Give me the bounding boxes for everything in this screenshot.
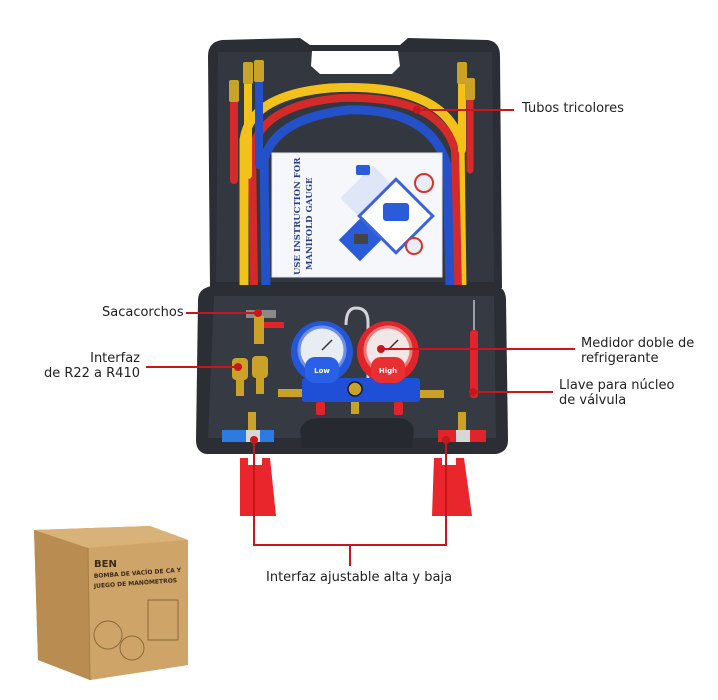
latch-left — [240, 458, 276, 516]
callout-lines — [146, 109, 575, 566]
callout-r22-r410: Interfaz de R22 a R410 — [40, 351, 140, 381]
callout-core-tool: Llave para núcleo de válvula — [559, 378, 675, 408]
callout-core-tool-line1: Llave para núcleo — [559, 378, 675, 393]
shipping-box: BEN BOMBA DE VACÍO DE CA Y JUEGO DE MANÓ… — [34, 526, 188, 681]
callout-core-tool-line2: de válvula — [559, 393, 627, 408]
low-label: Low — [314, 367, 330, 375]
callout-dual-gauge-line2: refrigerante — [581, 351, 659, 366]
high-label: High — [379, 367, 397, 375]
brass-fittings — [229, 60, 475, 102]
callout-tubes: Tubos tricolores — [522, 101, 624, 116]
callout-r22-r410-line1: Interfaz — [90, 351, 140, 366]
manual-title-2: MANIFOLD GAUGE — [305, 177, 315, 270]
handle-cutout — [311, 51, 400, 74]
box-brand: BEN — [94, 559, 117, 570]
callout-dots — [234, 106, 477, 444]
instruction-manual: USE INSTRUCTION FOR MANIFOLD GAUGE — [271, 152, 443, 278]
callout-dual-gauge: Medidor doble de refrigerante — [581, 336, 694, 366]
accessories-right — [438, 300, 486, 442]
manual-title-1: USE INSTRUCTION FOR — [293, 157, 303, 275]
manifold-gauge: Low High — [278, 306, 444, 415]
valve-core-tool — [470, 330, 478, 398]
latch-right — [432, 458, 472, 516]
callout-adjustable: Interfaz ajustable alta y baja — [266, 570, 453, 585]
callout-corkscrew: Sacacorchos — [102, 305, 184, 320]
callout-r22-r410-line2: de R22 a R410 — [43, 366, 140, 381]
callout-dual-gauge-line1: Medidor doble de — [581, 336, 695, 351]
